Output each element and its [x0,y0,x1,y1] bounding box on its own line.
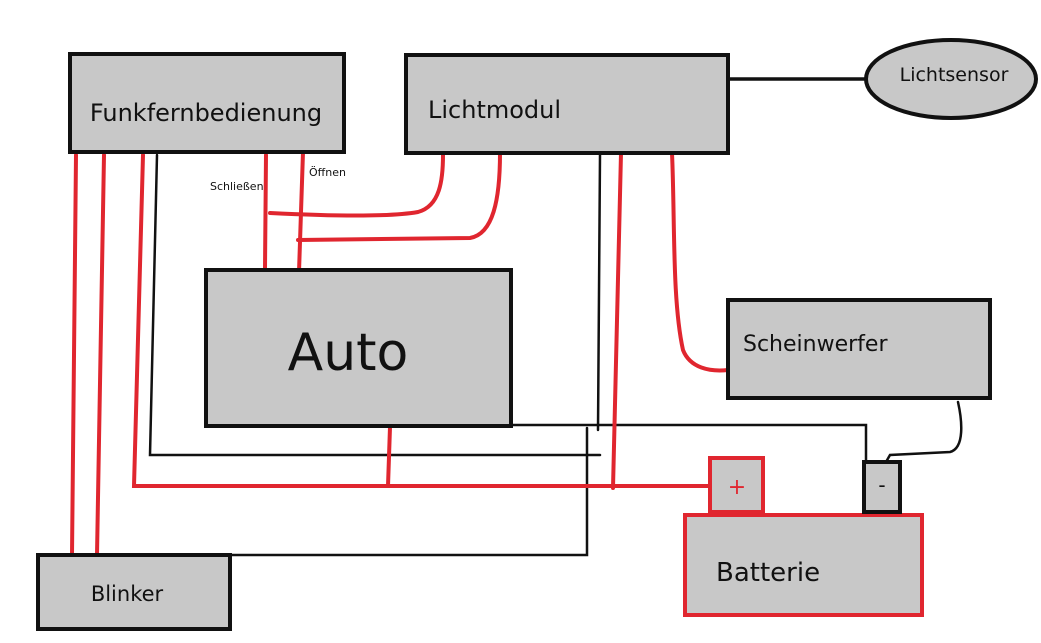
lichtmodul-label: Lichtmodul [428,96,561,124]
funkfernbedienung-label: Funkfernbedienung [90,99,322,127]
wire-oeffnen-auto [297,150,305,274]
funkfernbedienung-box: Funkfernbedienung [68,52,346,154]
oeffnen-label: Öffnen [309,166,346,179]
wire-funk-ground [148,153,602,457]
lichtsensor-label: Lichtsensor [900,64,1009,86]
minus-terminal [862,460,902,514]
wire-funk-blinker-2 [95,153,106,557]
auto-label: Auto [288,323,409,383]
plus-terminal [708,456,765,514]
batterie: Batterie + - [683,456,924,617]
lichtmodul-box: Lichtmodul [404,53,730,155]
wire-funk-plus [131,153,712,488]
lichtsensor-ellipse: Lichtsensor [864,38,1038,120]
blinker-box: Blinker [36,553,232,631]
schliessen-label: Schließen [210,180,264,193]
red-wires [70,150,730,557]
blinker-label: Blinker [91,582,164,606]
wire-lichtmodul-plus [611,151,623,490]
scheinwerfer-label: Scheinwerfer [743,332,888,357]
minus-label: - [878,473,885,497]
auto-box: Auto [204,268,513,428]
batterie-body [683,513,924,617]
wire-lichtmodul-ground [596,153,602,432]
black-wires [148,77,963,557]
scheinwerfer-box: Scheinwerfer [726,298,992,400]
plus-label: + [728,475,746,500]
wire-lichtmodul-schliessen [268,153,445,218]
wire-lichtmodul-oeffnen [296,151,502,242]
wire-auto-minus [510,423,868,464]
wire-scheinwerfer-minus [884,400,963,464]
wire-lichtmodul-scheinwerfer [670,151,730,373]
batterie-label: Batterie [716,558,820,588]
wire-blinker-ground [228,426,589,557]
wire-schliessen-auto [263,153,268,270]
wire-funk-blinker-1 [70,153,78,557]
wire-auto-plus [386,425,392,488]
